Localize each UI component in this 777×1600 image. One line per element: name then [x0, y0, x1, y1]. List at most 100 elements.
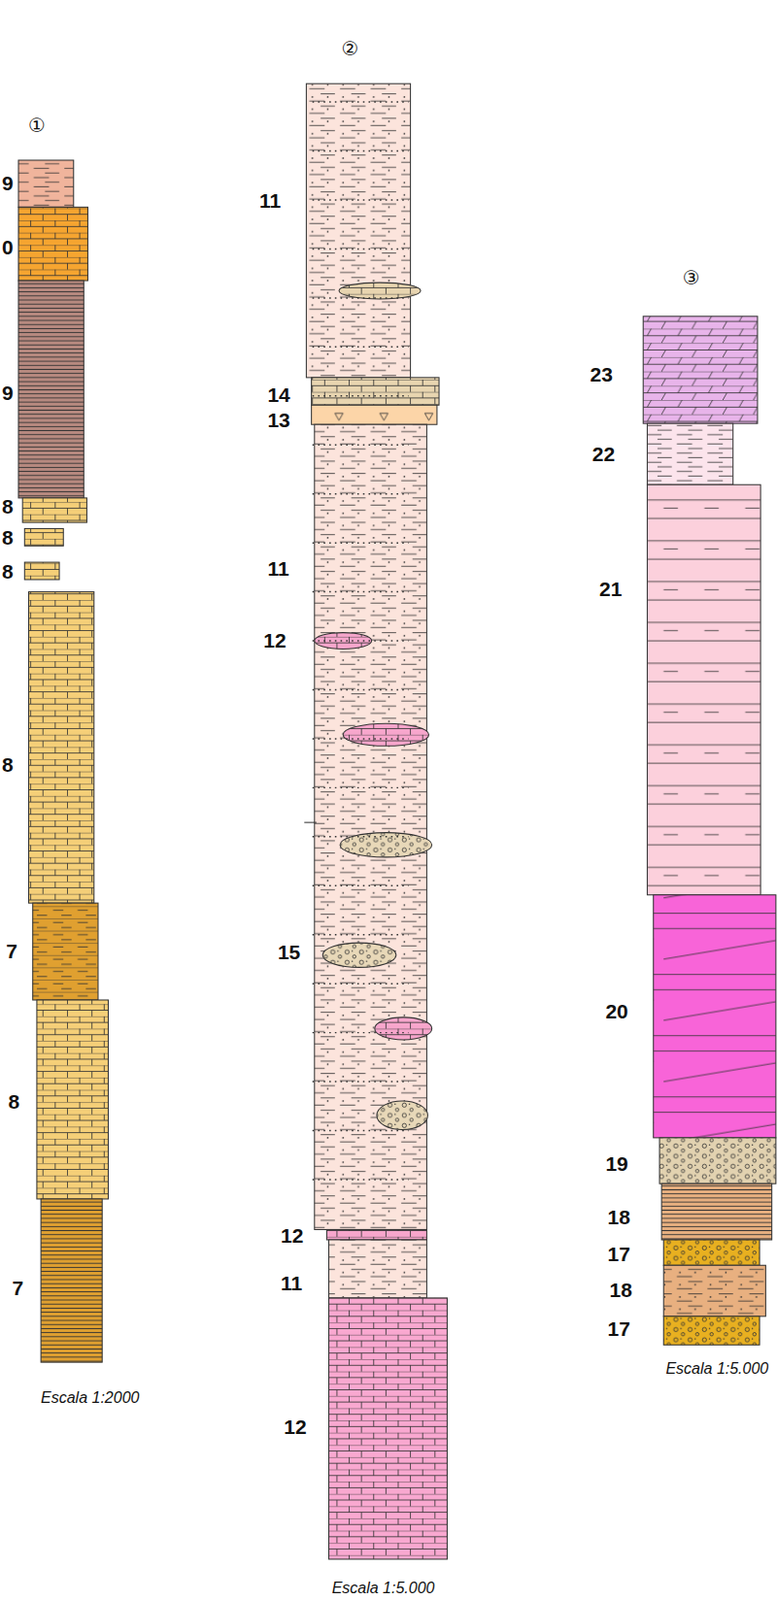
unit-number: 8 — [1, 753, 14, 777]
unit-number: 8 — [1, 560, 14, 584]
layer-pattern — [305, 83, 410, 378]
rock-layer — [663, 1240, 760, 1266]
layer-pattern — [24, 562, 60, 580]
layer-pattern — [646, 423, 733, 485]
layer-pattern — [646, 484, 761, 896]
layer-fill — [329, 1298, 448, 1560]
layer-pattern — [40, 1199, 102, 1363]
unit-number: 14 — [267, 383, 290, 407]
rock-layer — [653, 895, 777, 1139]
layer-pattern — [326, 1229, 427, 1241]
rock-layer — [659, 1138, 777, 1184]
rock-layer — [24, 562, 60, 580]
layer-fill — [24, 528, 64, 546]
lens — [338, 282, 421, 300]
silt-band — [312, 101, 409, 102]
unit-number: 23 — [590, 363, 613, 387]
rock-layer — [646, 484, 761, 896]
rock-layer — [18, 280, 84, 499]
lens-fill — [342, 723, 429, 746]
silt-band — [312, 346, 409, 348]
layer-fill — [33, 903, 99, 1001]
unit-number: 17 — [607, 1243, 630, 1267]
silt-band — [312, 982, 409, 984]
unit-number: 9 — [1, 171, 14, 196]
layer-fill — [311, 405, 438, 425]
column-number: ③ — [682, 266, 701, 290]
layer-fill — [663, 1317, 760, 1346]
lens-pattern — [376, 1101, 429, 1130]
layer-pattern — [22, 498, 87, 523]
silt-band — [312, 738, 409, 740]
layer-pattern — [18, 206, 88, 281]
scale-label: Escala 1:5.000 — [332, 1580, 436, 1598]
rock-layer — [329, 1298, 448, 1560]
lens — [374, 1017, 433, 1041]
unit-number: 18 — [607, 1206, 630, 1230]
layer-pattern — [36, 1000, 109, 1200]
layer-fill — [653, 895, 777, 1139]
silt-band — [312, 934, 409, 936]
unit-number: 11 — [259, 189, 281, 213]
lens-pattern — [342, 723, 429, 746]
lens-pattern — [338, 282, 421, 300]
unit-number: 22 — [592, 442, 615, 467]
layer-fill — [646, 484, 761, 896]
silt-band — [312, 689, 409, 691]
rock-layer — [642, 316, 758, 424]
layer-fill — [326, 1229, 427, 1241]
rock-layer — [36, 1000, 109, 1200]
layer-pattern — [329, 1298, 448, 1560]
layer-pattern — [661, 1183, 773, 1241]
silt-band — [312, 199, 409, 201]
layer-fill — [29, 592, 95, 905]
layer-fill — [663, 1240, 760, 1266]
layer-fill — [18, 280, 84, 499]
rock-layer — [22, 498, 87, 523]
unit-number: 19 — [605, 1152, 628, 1177]
silt-band — [312, 150, 409, 152]
layer-fill — [659, 1138, 777, 1184]
layer-fill — [642, 316, 758, 424]
silt-band — [312, 787, 409, 789]
layer-pattern — [18, 160, 74, 207]
unit-number: 8 — [1, 526, 14, 550]
silt-band — [312, 836, 409, 838]
layer-pattern — [311, 405, 438, 425]
silt-band — [312, 1081, 409, 1082]
layer-pattern — [329, 1240, 428, 1299]
layer-fill — [24, 562, 60, 580]
scale-label: Escala 1:5.000 — [665, 1360, 769, 1379]
unit-number: 7 — [5, 940, 18, 964]
unit-number: 12 — [263, 629, 286, 653]
unit-number: 17 — [607, 1317, 630, 1342]
silt-band — [312, 297, 409, 299]
layer-fill — [305, 83, 410, 378]
silt-band — [312, 1130, 409, 1132]
layer-fill — [663, 1265, 766, 1318]
column-number: ① — [28, 113, 46, 137]
lens-fill — [322, 943, 397, 968]
layer-pattern — [663, 1265, 766, 1318]
silt-band — [312, 444, 409, 446]
unit-number: 7 — [12, 1277, 25, 1301]
rock-layer — [305, 83, 410, 378]
lens-fill — [338, 282, 421, 300]
layer-pattern — [663, 1240, 760, 1266]
unit-number: 13 — [267, 408, 290, 433]
unit-number: 0 — [1, 236, 14, 260]
layer-fill — [22, 498, 87, 523]
layer-pattern — [642, 316, 758, 424]
layer-fill — [311, 377, 440, 406]
silt-band — [312, 541, 409, 543]
lens-pattern — [374, 1017, 433, 1041]
silt-band — [312, 1032, 409, 1034]
rock-layer — [40, 1199, 102, 1363]
layer-pattern — [18, 280, 84, 499]
silt-band — [312, 395, 409, 397]
lens-pattern — [322, 943, 397, 968]
unit-number: 8 — [1, 495, 14, 519]
unit-number: 20 — [605, 1000, 628, 1024]
silt-band — [312, 1179, 409, 1181]
rock-layer — [24, 528, 64, 546]
